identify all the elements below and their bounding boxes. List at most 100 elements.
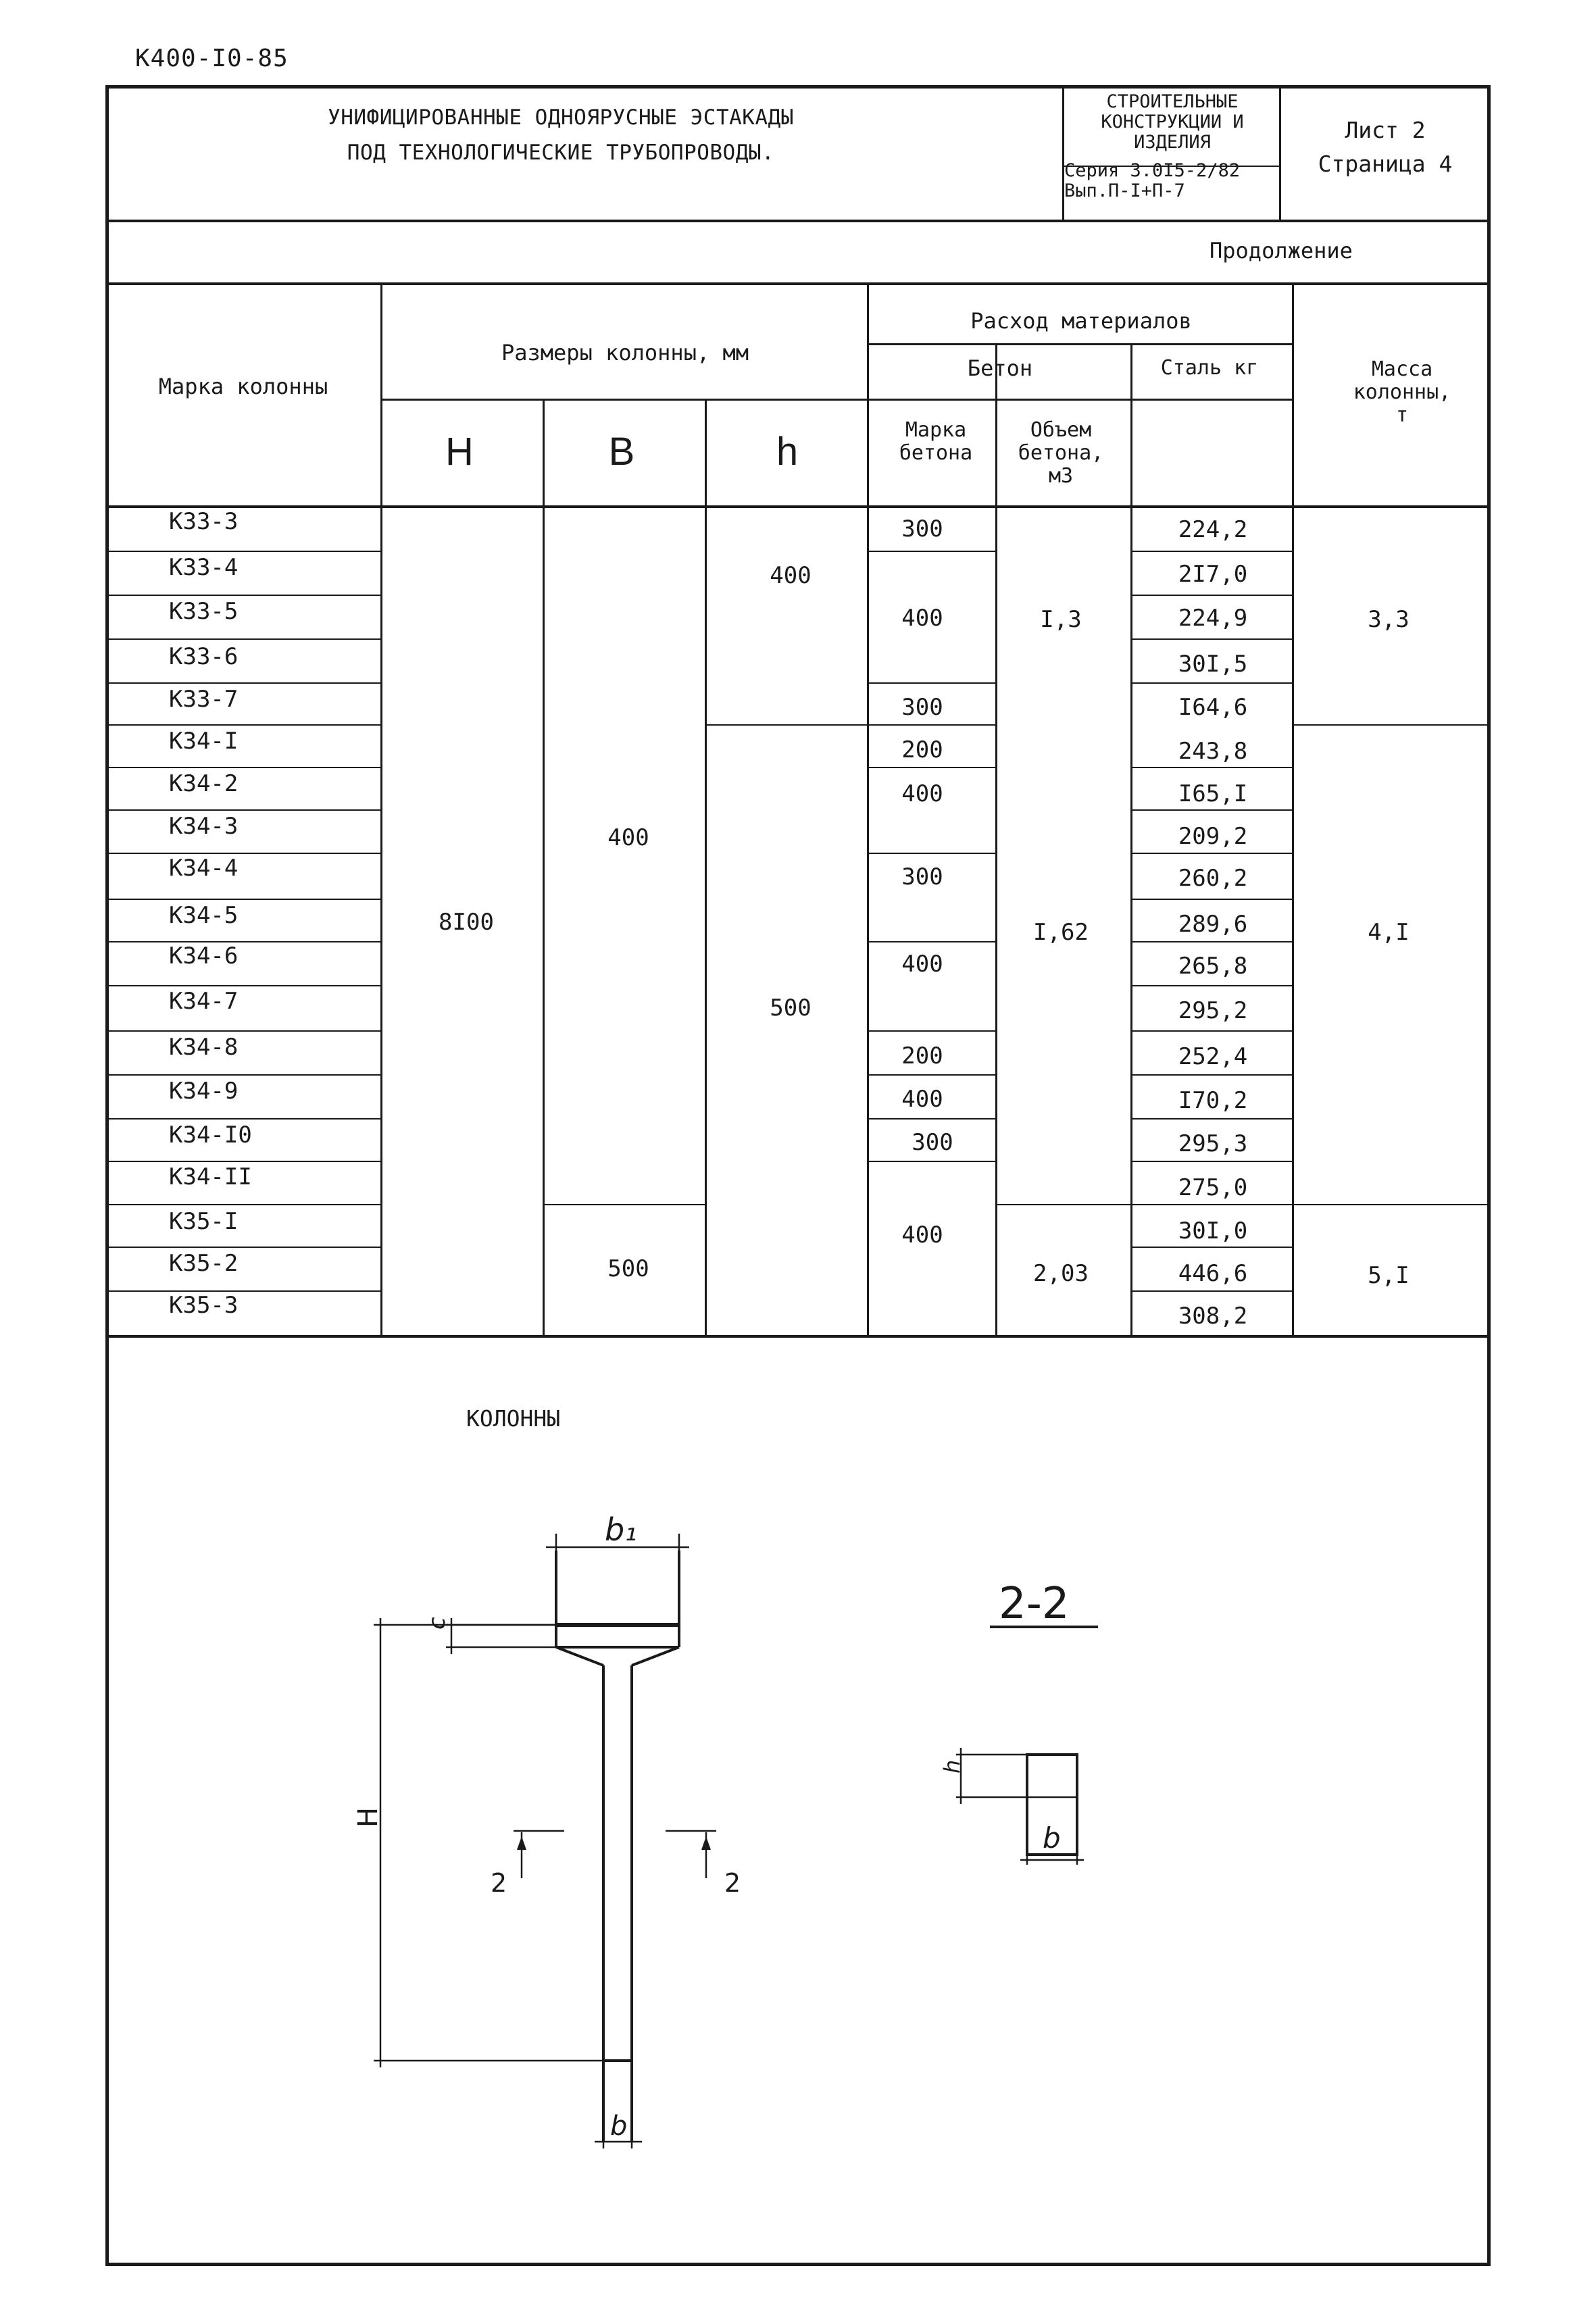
category-line-2: КОНСТРУКЦИИ И: [1101, 111, 1244, 132]
grade-value: 400: [901, 1222, 943, 1249]
dimension-lines: [374, 1534, 1098, 2148]
document-code: К400-I0-85: [135, 45, 289, 72]
steel-row-line: [1132, 682, 1293, 684]
title-block-divider-2: [1279, 86, 1281, 220]
cut-label-right: 2: [724, 1868, 741, 1898]
drawing-frame: [105, 85, 1491, 2266]
grade-value: 300: [901, 515, 943, 543]
steel-value: 224,9: [1178, 605, 1248, 632]
header-materials: Расход материалов: [970, 308, 1192, 334]
mark-row-line: [108, 682, 382, 684]
row-mark: К34-2: [169, 770, 239, 797]
row-mark: К35-3: [169, 1292, 239, 1319]
steel-row-line: [1132, 1290, 1293, 1292]
series-separator-line: [1064, 166, 1279, 167]
steel-row-line: [1132, 1118, 1293, 1120]
header-h: h: [776, 430, 799, 474]
column-outline: [555, 1551, 680, 2142]
mark-row-line: [108, 1118, 382, 1120]
label-b1: b₁: [605, 1511, 637, 1548]
steel-value: 2I7,0: [1178, 561, 1248, 588]
steel-row-line: [1132, 899, 1293, 900]
row-mark: К34-4: [169, 855, 239, 882]
col-line-H: [543, 400, 545, 1336]
row-mark: К33-4: [169, 554, 239, 581]
mark-row-line: [108, 724, 382, 726]
category-line-3: ИЗДЕЛИЯ: [1134, 132, 1211, 153]
header-concrete-volume: Объем бетона, м3: [1018, 418, 1104, 488]
row-mark: К35-I: [169, 1208, 239, 1235]
steel-value: 446,6: [1178, 1260, 1248, 1287]
mass-group-line: [1294, 724, 1489, 726]
steel-row-line: [1132, 941, 1293, 942]
grade-value: 400: [901, 951, 943, 978]
header-dimensions: Размеры колонны, мм: [501, 340, 749, 366]
mark-row-line: [108, 1204, 382, 1205]
steel-value: 260,2: [1178, 865, 1248, 892]
label-b-bottom: b: [610, 2111, 627, 2142]
h-group-line: [706, 724, 868, 726]
steel-row-line: [1132, 853, 1293, 854]
steel-value: 289,6: [1178, 911, 1248, 938]
drawing-labels: b₁ c H b 2 2 2-2 h b: [353, 1511, 1070, 2142]
steel-value: I64,6: [1178, 694, 1248, 721]
row-mark: К34-I0: [169, 1122, 252, 1149]
grade-value: 400: [901, 1086, 943, 1113]
row-mark: К33-3: [169, 508, 239, 535]
grade-value: 200: [901, 736, 943, 763]
h-value: 500: [770, 995, 812, 1022]
steel-row-line: [1132, 638, 1293, 640]
steel-value: 243,8: [1178, 738, 1248, 765]
mass-value: 3,3: [1368, 606, 1410, 633]
header-steel: Сталь кг: [1160, 356, 1259, 380]
steel-row-line: [1132, 1074, 1293, 1076]
sheet-number: Лист 2: [1345, 117, 1426, 143]
row-mark: К34-7: [169, 988, 239, 1015]
row-mark: К34-9: [169, 1078, 239, 1105]
grade-group-line: [868, 853, 997, 854]
row-mark: К34-3: [169, 813, 239, 840]
series-code: Серия 3.0I5-2/82: [1064, 160, 1241, 181]
steel-value: 209,2: [1178, 823, 1248, 850]
grade-group-line: [868, 682, 997, 684]
grade-value: 400: [901, 780, 943, 807]
volume-value: 2,03: [1033, 1260, 1089, 1287]
steel-value: I65,I: [1178, 780, 1248, 807]
grade-group-line: [868, 551, 997, 552]
row-mark: К34-8: [169, 1034, 239, 1061]
B-value: 500: [607, 1255, 649, 1282]
grade-group-line: [868, 1161, 997, 1162]
issue-code: Вып.П-I+П-7: [1064, 180, 1185, 201]
grade-value: 300: [901, 863, 943, 890]
category-line-1: СТРОИТЕЛЬНЫЕ: [1106, 91, 1239, 112]
volume-group-line: [997, 1204, 1132, 1205]
section-label-h: h: [939, 1760, 965, 1774]
title-block-title: УНИФИЦИРОВАННЫЕ ОДНОЯРУСНЫЕ ЭСТАКАДЫ ПОД…: [223, 100, 899, 170]
page-number: Страница 4: [1318, 151, 1453, 177]
cut-label-left: 2: [491, 1868, 507, 1898]
steel-value: 295,3: [1178, 1130, 1248, 1157]
steel-value: 224,2: [1178, 516, 1248, 543]
title-block-bottom-line: [108, 220, 1489, 222]
steel-value: I70,2: [1178, 1087, 1248, 1114]
table-bottom-line: [108, 1335, 1489, 1338]
title-line-1: УНИФИЦИРОВАННЫЕ ОДНОЯРУСНЫЕ ЭСТАКАДЫ: [328, 105, 794, 130]
steel-value: 30I,0: [1178, 1217, 1248, 1244]
col-line-B: [705, 400, 707, 1336]
mark-row-line: [108, 767, 382, 768]
mark-row-line: [108, 899, 382, 900]
steel-value: 275,0: [1178, 1174, 1248, 1201]
title-block-divider-1: [1062, 86, 1064, 220]
title-block-series: СТРОИТЕЛЬНЫЕ КОНСТРУКЦИИ И ИЗДЕЛИЯ Серия…: [1064, 92, 1280, 201]
section-title: 2-2: [999, 1579, 1070, 1629]
header-mark: Марка колонны: [158, 374, 328, 399]
cut-arrow-icon: [701, 1836, 711, 1850]
grade-group-line: [868, 941, 997, 942]
H-value: 8I00: [439, 909, 494, 936]
title-line-2: ПОД ТЕХНОЛОГИЧЕСКИЕ ТРУБОПРОВОДЫ.: [347, 141, 775, 165]
mark-row-line: [108, 941, 382, 942]
mass-value: 5,I: [1368, 1262, 1410, 1289]
cut-arrow-icon: [517, 1836, 526, 1850]
mark-row-line: [108, 595, 382, 596]
